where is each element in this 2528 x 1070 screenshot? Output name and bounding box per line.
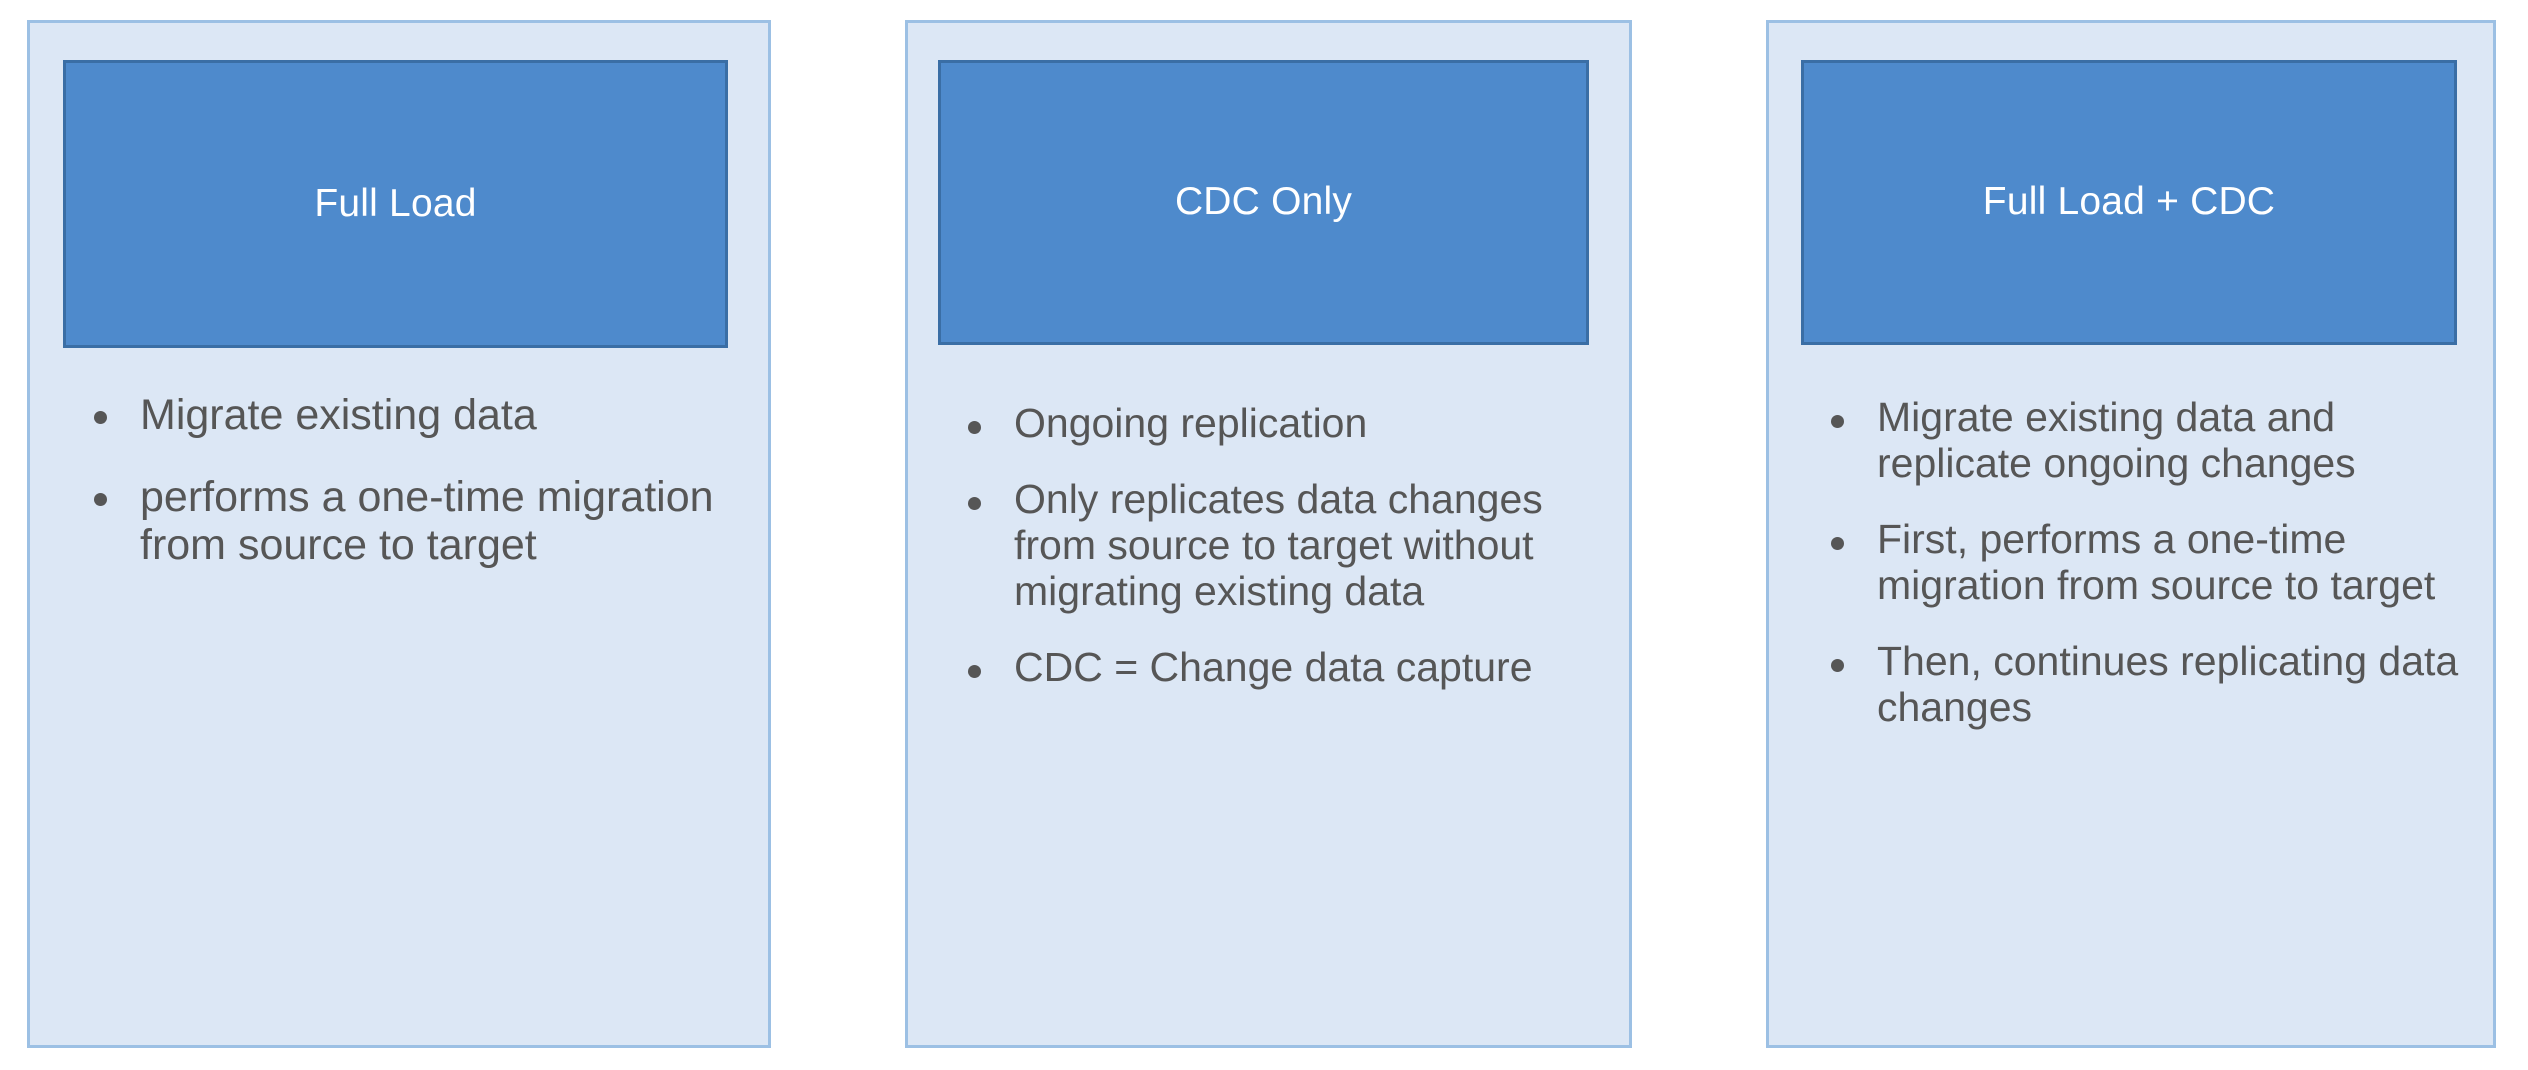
card-body-cdc-only: Ongoing replication Only replicates data… — [942, 400, 1599, 1035]
list-item-text: CDC = Change data capture — [1014, 643, 1533, 690]
card-header-full-load-plus-cdc: Full Load + CDC — [1801, 60, 2457, 345]
card-title: CDC Only — [1174, 180, 1353, 224]
bullet-dot-icon — [1831, 658, 1844, 672]
card-title: Full Load — [314, 181, 477, 225]
bullet-dot-icon — [94, 411, 107, 424]
card-full-load-plus-cdc[interactable]: Full Load + CDC Migrate existing data an… — [1766, 20, 2496, 1048]
list-item-text: Only replicates data changes from source… — [1014, 475, 1543, 614]
bullet-list: Migrate existing data and replicate ongo… — [1805, 394, 2463, 731]
bullet-list: Migrate existing data performs a one-tim… — [68, 391, 732, 569]
bullet-dot-icon — [968, 496, 981, 510]
list-item-text: Ongoing replication — [1014, 400, 1368, 446]
list-item: CDC = Change data capture — [942, 643, 1599, 691]
bullet-dot-icon — [968, 664, 981, 678]
card-title: Full Load + CDC — [1982, 180, 2276, 224]
list-item: First, performs a one-time migration fro… — [1805, 515, 2463, 609]
list-item-text: Then, continues replicating data changes — [1877, 637, 2459, 730]
bullet-list: Ongoing replication Only replicates data… — [942, 400, 1599, 691]
list-item-text: First, performs a one-time migration fro… — [1877, 515, 2436, 608]
list-item-text: Migrate existing data — [140, 391, 537, 439]
bullet-dot-icon — [968, 421, 981, 434]
card-cdc-only[interactable]: CDC Only Ongoing replication Only replic… — [905, 20, 1632, 1048]
bullet-dot-icon — [1831, 536, 1844, 550]
card-header-cdc-only: CDC Only — [938, 60, 1589, 345]
bullet-dot-icon — [1831, 415, 1844, 428]
bullet-dot-icon — [94, 493, 107, 507]
list-item: Then, continues replicating data changes — [1805, 637, 2463, 731]
card-full-load[interactable]: Full Load Migrate existing data performs… — [27, 20, 771, 1048]
card-body-full-load: Migrate existing data performs a one-tim… — [68, 391, 732, 1035]
list-item: Ongoing replication — [942, 400, 1599, 447]
list-item: Only replicates data changes from source… — [942, 475, 1599, 615]
list-item-text: Migrate existing data and replicate ongo… — [1877, 394, 2356, 486]
card-header-full-load: Full Load — [63, 60, 728, 348]
card-body-full-load-plus-cdc: Migrate existing data and replicate ongo… — [1805, 394, 2463, 1035]
list-item: performs a one-time migration from sourc… — [68, 473, 732, 569]
list-item: Migrate existing data — [68, 391, 732, 439]
list-item: Migrate existing data and replicate ongo… — [1805, 394, 2463, 487]
list-item-text: performs a one-time migration from sourc… — [140, 473, 714, 570]
